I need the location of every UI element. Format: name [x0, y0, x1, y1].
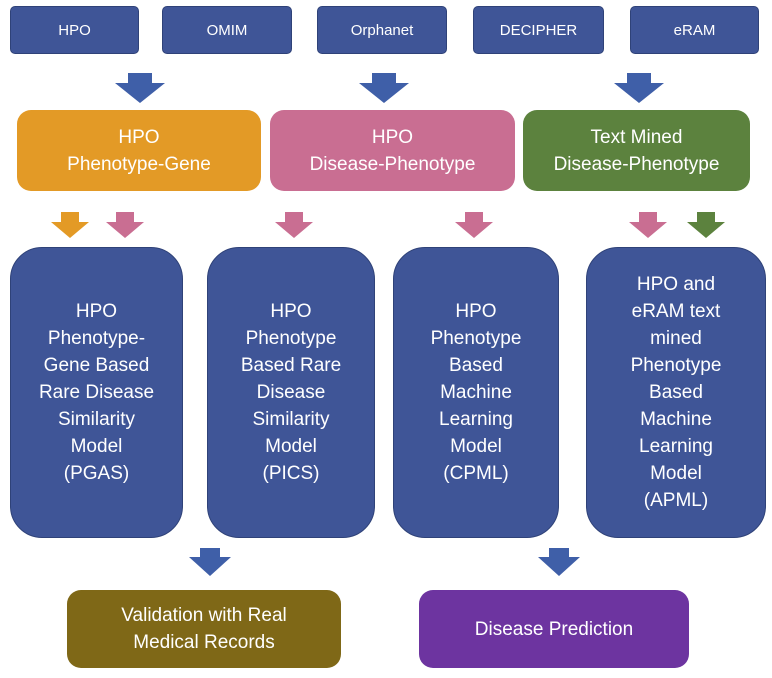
arrow-down-prediction — [538, 548, 580, 576]
dataset-text-mined: Text Mined Disease-Phenotype — [523, 110, 750, 191]
dataset-phenotype-gene: HPO Phenotype-Gene — [17, 110, 261, 191]
arrow-down-eram-source — [614, 73, 664, 103]
arrow-down-orange-pgas — [51, 212, 89, 238]
model-cpml: HPO Phenotype Based Machine Learning Mod… — [393, 247, 559, 538]
source-eram: eRAM — [630, 6, 759, 54]
model-apml: HPO and eRAM text mined Phenotype Based … — [586, 247, 766, 538]
arrow-down-hpo-source — [115, 73, 165, 103]
source-hpo: HPO — [10, 6, 139, 54]
model-pics: HPO Phenotype Based Rare Disease Similar… — [207, 247, 375, 538]
dataset-disease-phenotype: HPO Disease-Phenotype — [270, 110, 515, 191]
model-pgas: HPO Phenotype- Gene Based Rare Disease S… — [10, 247, 183, 538]
arrow-down-green-apml — [687, 212, 725, 238]
arrow-down-pink-apml — [629, 212, 667, 238]
output-disease-prediction: Disease Prediction — [419, 590, 689, 668]
arrow-down-orphanet-source — [359, 73, 409, 103]
arrow-down-pink-pgas — [106, 212, 144, 238]
source-decipher: DECIPHER — [473, 6, 604, 54]
output-validation: Validation with Real Medical Records — [67, 590, 341, 668]
arrow-down-pink-cpml — [455, 212, 493, 238]
arrow-down-validation — [189, 548, 231, 576]
source-omim: OMIM — [162, 6, 292, 54]
arrow-down-pink-pics — [275, 212, 313, 238]
source-orphanet: Orphanet — [317, 6, 447, 54]
